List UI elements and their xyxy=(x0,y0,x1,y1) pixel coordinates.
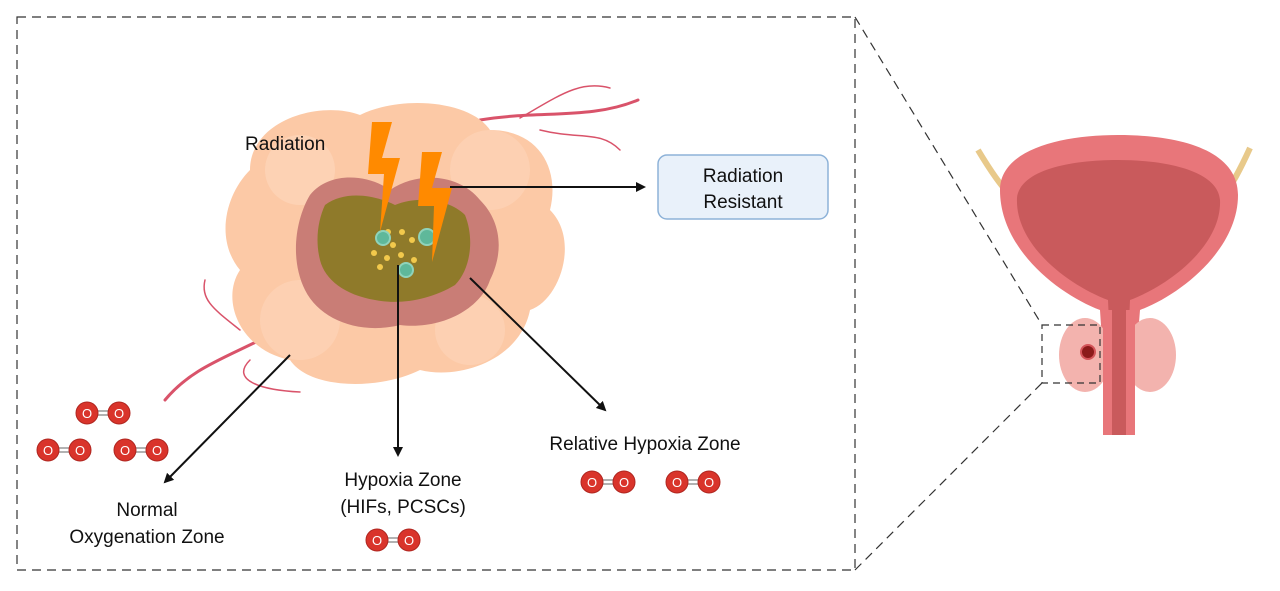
zoom-line-top xyxy=(854,16,1043,326)
oxygen-atom-label: O xyxy=(587,475,597,490)
oxygen-atom-label: O xyxy=(120,443,130,458)
hif-dots xyxy=(371,229,417,270)
oxygen-atom-label: O xyxy=(404,533,414,548)
normal-zone-label: Normal xyxy=(116,500,177,521)
zoom-frame xyxy=(16,16,856,571)
urethra-lumen xyxy=(1112,310,1126,435)
resistant-label: Resistant xyxy=(703,192,783,213)
tumor-location-marker xyxy=(1080,344,1096,360)
prostate-lobe-right xyxy=(1124,318,1176,392)
oxygen-atom-label: O xyxy=(672,475,682,490)
arrow-to-relative-hypoxia xyxy=(469,277,607,412)
oxygen-atom-label: O xyxy=(152,443,162,458)
hypoxia-zone-label: (HIFs, PCSCs) xyxy=(340,497,466,518)
zoom-line-bottom xyxy=(854,382,1043,571)
oxygen-atom-label: O xyxy=(114,406,124,421)
oxygen-atom-label: O xyxy=(82,406,92,421)
radiation-label: Radiation xyxy=(245,134,325,155)
cancer-stem-cells xyxy=(375,228,436,278)
radiation-resistant-box: Radiation Resistant xyxy=(657,154,829,220)
lightning-bolt-icon xyxy=(368,122,400,232)
hypoxia-zone-label: Hypoxia Zone xyxy=(344,470,461,491)
oxygen-atom-label: O xyxy=(75,443,85,458)
blood-vessels xyxy=(163,85,640,402)
oxygen-atom-label: O xyxy=(43,443,53,458)
oxygen-atom-label: O xyxy=(372,533,382,548)
relative-hypoxia-zone-label: Relative Hypoxia Zone xyxy=(549,434,740,455)
tumor-illustration xyxy=(225,103,565,384)
bladder-lumen xyxy=(1016,160,1221,435)
hypoxia-zone-core xyxy=(317,195,471,302)
zoom-source-box xyxy=(1041,324,1101,384)
normal-zone-label: Oxygenation Zone xyxy=(69,527,224,548)
lightning-bolt-icon xyxy=(418,152,452,262)
arrow-to-normal-oxygenation xyxy=(163,354,291,484)
oxygen-atom-label: O xyxy=(704,475,714,490)
bladder-prostate-illustration xyxy=(975,135,1253,435)
resistant-label: Radiation xyxy=(703,166,783,187)
oxygen-atom-label: O xyxy=(619,475,629,490)
